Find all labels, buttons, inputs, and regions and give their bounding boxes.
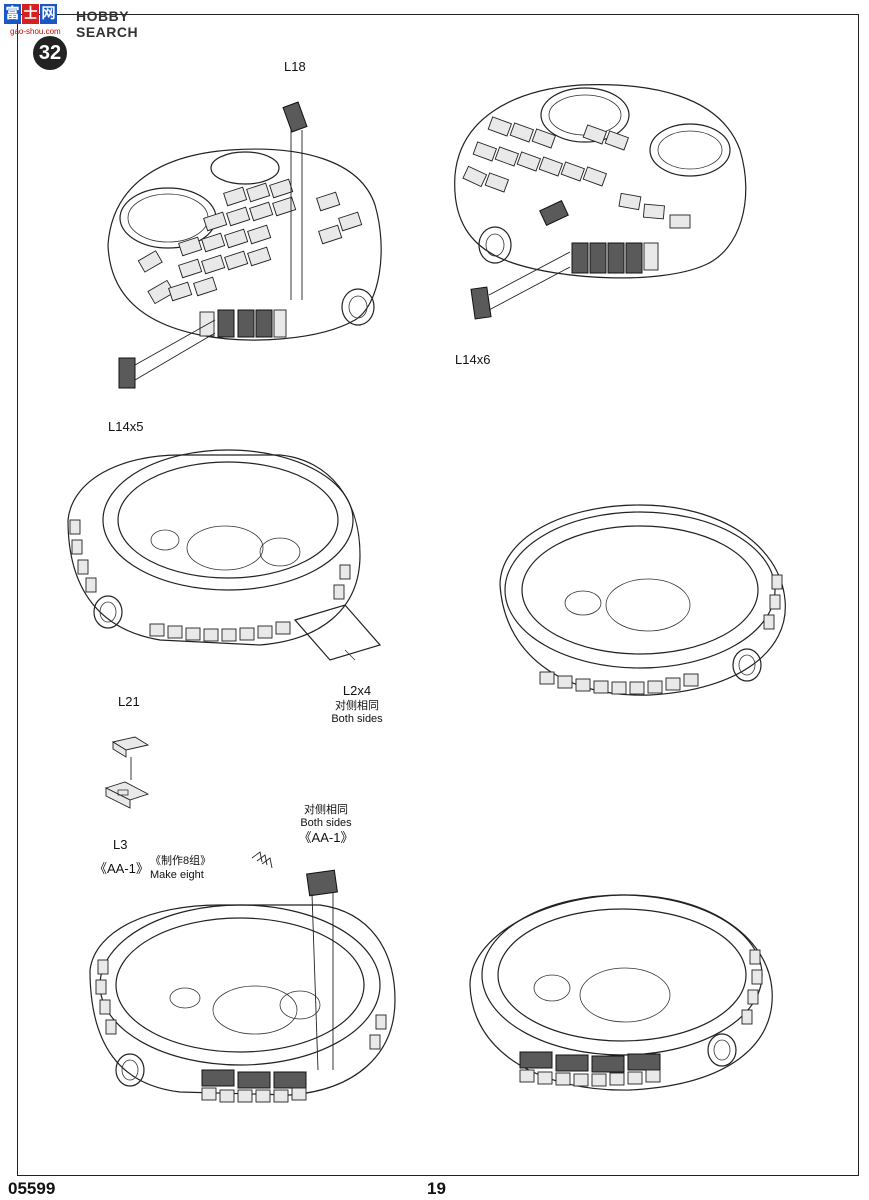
part-label-l14x6: L14x6 <box>455 352 491 367</box>
part-label-l14x5: L14x5 <box>108 419 144 434</box>
note-make-eight-cn: 《制作8组》 <box>150 855 212 867</box>
watermark-logo-char: 士 <box>22 4 39 24</box>
turret-bottom-right-illustration <box>469 894 773 1091</box>
armor-strip-blocks <box>95 959 387 1103</box>
part-label-l2x4: L2x4 <box>342 683 372 698</box>
note-both-sides-en: Both sides <box>331 713 383 725</box>
armor-strip-blocks <box>69 519 351 642</box>
turret-top-right-illustration <box>454 84 747 320</box>
watermark-logo-char: 富 <box>4 4 21 24</box>
turret-middle-left-illustration <box>67 449 382 661</box>
note-both-sides-cn-2: 对侧相同 <box>304 804 348 816</box>
watermark-logo: 富 士 网 <box>4 4 57 26</box>
step-number-badge: 32 <box>33 36 67 70</box>
page-number: 19 <box>427 1179 446 1198</box>
armor-strip-blocks <box>539 574 783 695</box>
reactive-armor-blocks <box>137 178 363 305</box>
watermark-url: gao-shou.com <box>10 27 61 36</box>
subassembly-label-aa1-2: 《AA-1》 <box>298 830 354 845</box>
product-code: 05599 <box>8 1179 56 1198</box>
part-label-l21: L21 <box>118 694 140 709</box>
turret-bottom-left-illustration <box>89 869 396 1103</box>
watermark: 富 士 网 HOBBY SEARCH gao-shou.com <box>4 4 164 40</box>
watermark-logo-char: 网 <box>40 4 57 24</box>
note-both-sides-cn: 对侧相同 <box>335 700 379 712</box>
reactive-armor-blocks <box>462 116 691 229</box>
subassembly-label-aa1: 《AA-1》 <box>94 861 149 876</box>
turret-top-left-illustration <box>107 101 382 389</box>
part-label-l3: L3 <box>113 837 128 852</box>
armor-strip-blocks <box>519 949 763 1087</box>
note-both-sides-en-2: Both sides <box>300 817 352 829</box>
part-label-l18: L18 <box>284 59 306 74</box>
watermark-text: HOBBY SEARCH <box>76 8 139 40</box>
page-frame <box>17 14 859 1176</box>
parts-l21-l3-illustration <box>104 736 150 809</box>
note-make-eight-en: Make eight <box>150 869 204 881</box>
direction-chevrons <box>251 851 273 869</box>
turret-middle-right-illustration <box>499 504 786 696</box>
